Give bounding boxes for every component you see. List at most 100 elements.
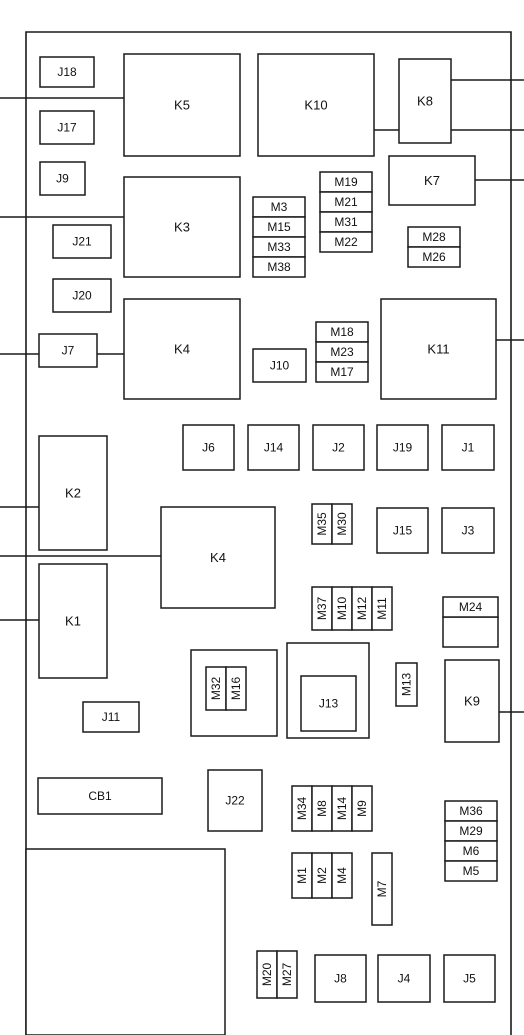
fuse-box <box>319 231 373 253</box>
fuse-m29: M29 <box>444 820 498 842</box>
fuse-label: M6 <box>463 844 480 858</box>
connector-label: J1 <box>462 441 475 455</box>
connector-label: J17 <box>57 121 77 135</box>
fuse-box <box>371 852 393 926</box>
connector-j14: J14 <box>247 424 300 471</box>
fuse-m3: M3 <box>252 196 306 218</box>
fuse-label: M13 <box>400 673 414 697</box>
fuse-m16: M16 <box>225 666 247 711</box>
fuse-box <box>395 662 418 707</box>
blank-slot-below-m24 <box>442 616 499 648</box>
connector-j15: J15 <box>376 507 429 554</box>
fuse-m5: M5 <box>444 860 498 882</box>
fuse-label: M10 <box>335 597 349 621</box>
connector-box <box>247 424 300 471</box>
connector-label: J4 <box>398 972 411 986</box>
connector-label: J18 <box>57 65 77 79</box>
relay-box <box>38 563 108 679</box>
fuse-m32: M32 <box>205 666 227 711</box>
connector-j21: J21 <box>52 224 112 259</box>
connector-label: J15 <box>393 524 413 538</box>
fuse-m26: M26 <box>407 246 461 268</box>
fuse-label: M32 <box>209 677 223 701</box>
relay-box <box>257 53 375 157</box>
fuse-m36: M36 <box>444 800 498 822</box>
connector-j13: J13 <box>300 675 357 732</box>
fuse-m2: M2 <box>311 852 333 899</box>
fuse-m31: M31 <box>319 211 373 233</box>
connector-box <box>376 507 429 554</box>
connector-label: J21 <box>72 235 92 249</box>
connector-j11: J11 <box>82 701 140 733</box>
relay-k4a: K4 <box>123 298 241 400</box>
fuse-label: M36 <box>459 804 483 818</box>
relay-k5: K5 <box>123 53 241 157</box>
connector-label: J22 <box>225 794 245 808</box>
fuse-m23: M23 <box>315 341 369 363</box>
fuse-m17: M17 <box>315 361 369 383</box>
fuse-m11: M11 <box>371 586 393 631</box>
fuse-label: M28 <box>422 230 446 244</box>
relay-k4b: K4 <box>160 506 276 609</box>
fuse-label: M22 <box>334 235 358 249</box>
fuse-m10: M10 <box>331 586 353 631</box>
fuse-m18: M18 <box>315 321 369 343</box>
connector-box <box>300 675 357 732</box>
connector-label: J11 <box>102 710 121 724</box>
fuse-m15: M15 <box>252 216 306 238</box>
connector-box <box>38 333 98 368</box>
relay-label: K5 <box>174 98 190 113</box>
relay-k10: K10 <box>257 53 375 157</box>
relay-box <box>398 58 452 144</box>
relay-box <box>388 155 476 206</box>
fuse-label: M16 <box>229 677 243 701</box>
fuse-m35: M35 <box>311 503 333 545</box>
fuse-m20: M20 <box>256 950 278 999</box>
connector-j22: J22 <box>207 769 263 832</box>
fuse-label: M19 <box>334 175 358 189</box>
relay-label: K3 <box>174 220 190 235</box>
fuse-label: M18 <box>330 325 354 339</box>
fuse-box <box>252 256 306 278</box>
fuse-label: M38 <box>267 260 291 274</box>
fuse-box <box>442 596 499 618</box>
relay-k9: K9 <box>444 659 500 743</box>
relay-box <box>38 435 108 551</box>
relay-k7: K7 <box>388 155 476 206</box>
connector-j20: J20 <box>52 278 112 313</box>
connector-box <box>443 954 496 1003</box>
fuse-box <box>444 860 498 882</box>
fuse-label: M33 <box>267 240 291 254</box>
relay-box <box>123 176 241 278</box>
connector-label: J5 <box>463 972 476 986</box>
fuse-m24: M24 <box>442 596 499 618</box>
connector-label: J13 <box>319 697 339 711</box>
connector-j5: J5 <box>443 954 496 1003</box>
fuse-m9: M9 <box>351 785 373 832</box>
connector-label: J19 <box>393 441 413 455</box>
connector-box <box>314 954 367 1003</box>
relay-k11: K11 <box>380 298 497 400</box>
relay-box <box>380 298 497 400</box>
fuse-label: M3 <box>271 200 288 214</box>
connector-box <box>376 424 429 471</box>
fuse-label: M2 <box>315 867 329 884</box>
fuse-m4: M4 <box>331 852 353 899</box>
fuse-box <box>407 246 461 268</box>
breaker-cb1: CB1 <box>37 777 163 815</box>
connector-box <box>377 954 431 1003</box>
connector-box <box>52 224 112 259</box>
connector-j6: J6 <box>182 424 235 471</box>
relay-label: K7 <box>424 173 440 188</box>
connector-box <box>82 701 140 733</box>
connector-box <box>39 56 95 88</box>
fuse-box <box>351 785 373 832</box>
fuse-label: M15 <box>267 220 291 234</box>
relay-label: K9 <box>464 694 480 709</box>
connector-box <box>52 278 112 313</box>
relay-label: K8 <box>417 94 433 109</box>
connector-j18: J18 <box>39 56 95 88</box>
fuse-label: M20 <box>260 963 274 987</box>
fuse-m34: M34 <box>291 785 313 832</box>
connector-box <box>39 110 95 145</box>
